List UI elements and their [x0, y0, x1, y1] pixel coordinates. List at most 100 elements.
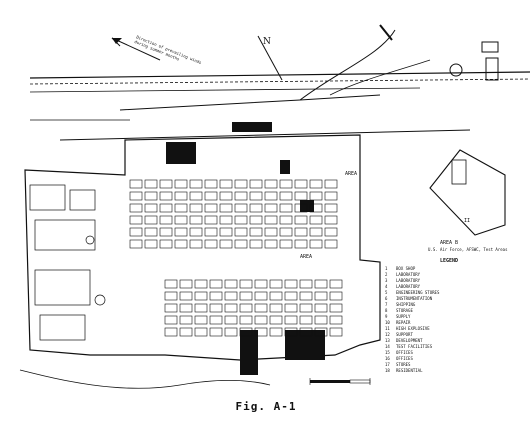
building-block [144, 215, 158, 225]
building-block [264, 239, 278, 249]
building-block [264, 227, 278, 237]
legend-item-number: 5 [385, 290, 388, 295]
building-block [179, 303, 193, 313]
building-block [174, 215, 188, 225]
legend-item-number: 12 [385, 332, 390, 337]
building-block [324, 179, 338, 189]
legend-item-label: SUPPORT [396, 332, 413, 337]
building-block [219, 179, 233, 189]
legend-item-label: BOX SHOP [396, 266, 416, 271]
building-block [224, 315, 238, 325]
building-block [239, 303, 253, 313]
building-block [129, 191, 143, 201]
building-block [264, 191, 278, 201]
building-block [294, 179, 308, 189]
building-block [209, 315, 223, 325]
building-block [279, 191, 293, 201]
building-block [224, 279, 238, 289]
building-block [314, 291, 328, 301]
site-marker [449, 41, 499, 81]
building-block [249, 227, 263, 237]
building-block [189, 239, 203, 249]
building-block [204, 239, 218, 249]
building-block [239, 279, 253, 289]
building-block [219, 215, 233, 225]
legend-item-label: LABORATORY [396, 284, 421, 289]
building-block [279, 215, 293, 225]
building-block [329, 291, 343, 301]
building-block [159, 239, 173, 249]
building-block [239, 291, 253, 301]
legend-item-number: 11 [385, 326, 390, 331]
building-block [129, 239, 143, 249]
legend-item-number: 4 [385, 284, 388, 289]
building-block [324, 215, 338, 225]
building-block [189, 215, 203, 225]
building-block [314, 327, 328, 337]
building-block [324, 227, 338, 237]
legend-item-label: OFFICES [396, 350, 413, 355]
legend-item-label: ENGINEERING STORES [396, 290, 440, 295]
building-block [164, 279, 178, 289]
wind-note-line-1: Direction of prevailing winds [136, 34, 203, 65]
area-label-mid: AREA [300, 254, 312, 260]
building-block [224, 291, 238, 301]
building-block [284, 279, 298, 289]
legend-item-label: DEVELOPMENT [396, 338, 423, 343]
legend-item-number: 6 [385, 296, 388, 301]
building-block [189, 227, 203, 237]
building-block [324, 191, 338, 201]
building-block [189, 203, 203, 213]
building-block [264, 203, 278, 213]
building-block [269, 315, 283, 325]
building-block [189, 191, 203, 201]
building-block [314, 279, 328, 289]
legend-item-label: REPAIR [396, 320, 411, 325]
building-block [194, 327, 208, 337]
building-block [279, 203, 293, 213]
building-block [314, 303, 328, 313]
legend-item-number: 1 [385, 266, 388, 271]
area-label-east: AREA [345, 171, 357, 177]
building-block [309, 227, 323, 237]
building-block [209, 303, 223, 313]
legend-item-number: 17 [385, 362, 390, 367]
building-block [159, 191, 173, 201]
legend-item-label: RESIDENTIAL [396, 368, 423, 373]
building-block [254, 327, 268, 337]
building-block [144, 203, 158, 213]
building-block [164, 327, 178, 337]
building-block [174, 227, 188, 237]
building-block [234, 191, 248, 201]
building-block [204, 227, 218, 237]
building-block [249, 215, 263, 225]
building-block [129, 215, 143, 225]
building-block [294, 227, 308, 237]
building-block [324, 239, 338, 249]
building-block [189, 179, 203, 189]
wind-direction-arrow: Direction of prevailing winds during sum… [111, 34, 203, 65]
building-block [219, 191, 233, 201]
building-block [269, 291, 283, 301]
legend-item-label: OFFICES [396, 356, 413, 361]
building-block [269, 303, 283, 313]
scale-bar [309, 378, 371, 385]
legend-item-number: 8 [385, 308, 388, 313]
figure-caption: Fig. A-1 [235, 400, 297, 413]
building-block [269, 327, 283, 337]
legend-item-number: 13 [385, 338, 390, 343]
building-block [144, 239, 158, 249]
building-block [234, 215, 248, 225]
building-block [279, 239, 293, 249]
legend-item-label: LABORATORY [396, 272, 421, 277]
building-block [279, 179, 293, 189]
building-block [329, 279, 343, 289]
building-block [299, 291, 313, 301]
building-block [194, 291, 208, 301]
building-block [164, 303, 178, 313]
building-block [234, 179, 248, 189]
building-block [159, 227, 173, 237]
building-block [249, 203, 263, 213]
building-block [179, 291, 193, 301]
building-grid-lower [164, 279, 343, 337]
